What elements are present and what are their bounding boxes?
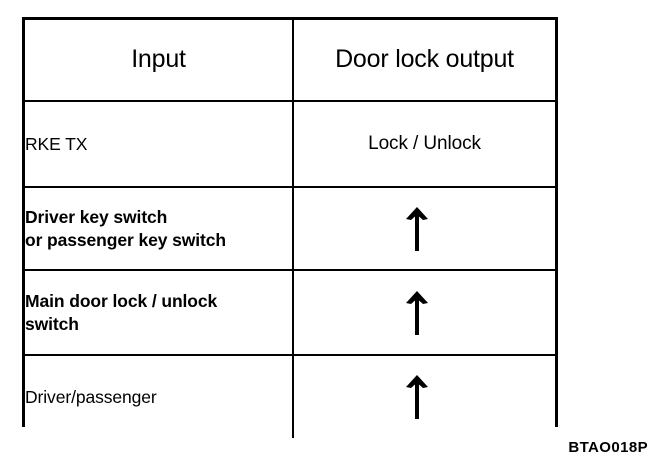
row-output-cell-driver-passenger <box>293 355 555 438</box>
input-label-rke-tx: RKE TX <box>25 133 88 154</box>
input-label-driver-passenger: Driver/passenger <box>25 386 157 407</box>
column-header-input: Input <box>131 45 186 74</box>
row-output-cell-main-door-lock <box>293 270 555 356</box>
input-label-main-door-lock: Main door lock / unlock switch <box>25 291 218 334</box>
row-input-cell-main-door-lock: Main door lock / unlock switch <box>25 270 294 356</box>
header-cell-output: Door lock output <box>293 20 555 102</box>
up-arrow-icon <box>404 374 430 420</box>
row-input-cell-driver-passenger: Driver/passenger <box>25 355 294 438</box>
input-label-key-switch: Driver key switch or passenger key switc… <box>25 207 226 250</box>
table-row: Driver/passenger <box>25 355 555 438</box>
figure-caption: BTAO018P <box>568 439 648 456</box>
output-label-lock-unlock: Lock / Unlock <box>368 133 481 154</box>
table-row: Driver key switch or passenger key switc… <box>25 187 555 271</box>
table-row: Main door lock / unlock switch <box>25 270 555 356</box>
column-header-output: Door lock output <box>335 45 514 74</box>
table-row: RKE TX Lock / Unlock <box>25 101 555 188</box>
table-header-row: Input Door lock output <box>25 20 555 102</box>
up-arrow-icon <box>404 206 430 252</box>
row-input-cell-key-switch: Driver key switch or passenger key switc… <box>25 187 294 271</box>
header-cell-input: Input <box>25 20 294 102</box>
up-arrow-icon <box>404 290 430 336</box>
door-lock-truth-table: Input Door lock output RKE TX Lock / Unl… <box>22 17 558 438</box>
row-input-cell-rke-tx: RKE TX <box>25 101 294 188</box>
row-output-cell-key-switch <box>293 187 555 271</box>
matrix-table: Input Door lock output RKE TX Lock / Unl… <box>25 20 555 438</box>
row-output-cell-rke-tx: Lock / Unlock <box>293 101 555 188</box>
